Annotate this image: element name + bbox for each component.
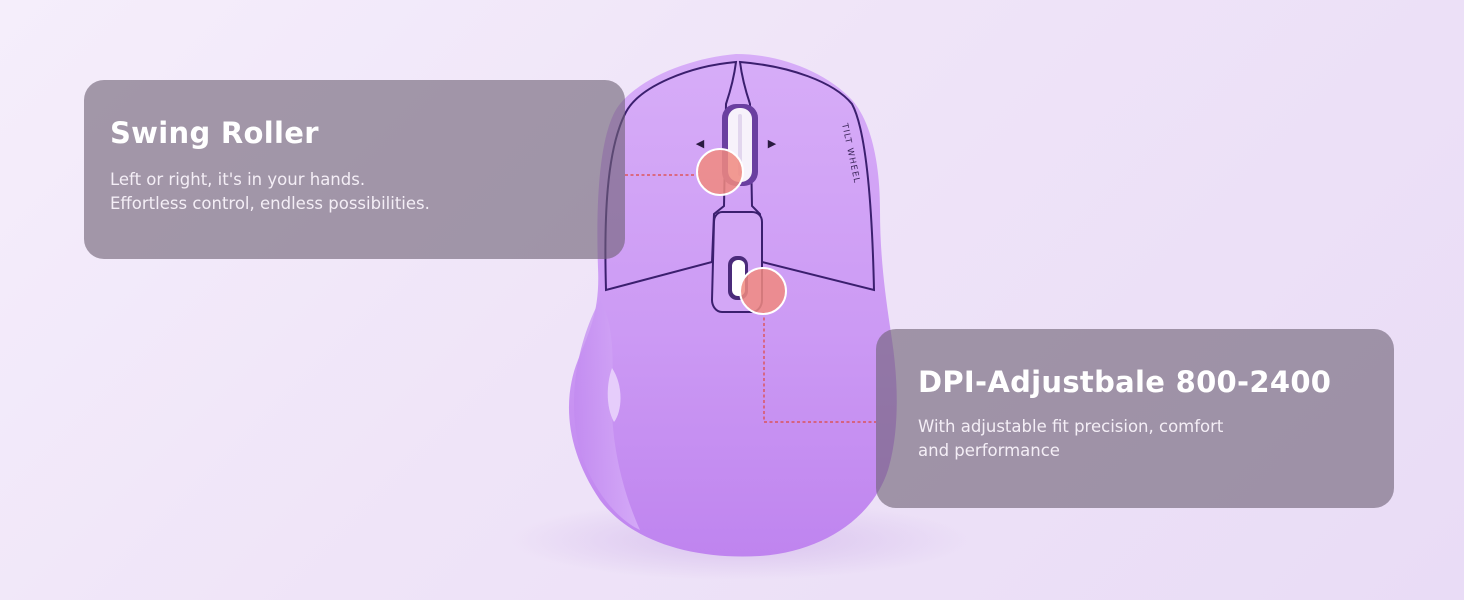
dpi-description: With adjustable fit precision, comfort a…	[918, 415, 1352, 463]
tilt-right-arrow-icon: ▶	[768, 137, 777, 150]
mouse-side-grip	[573, 300, 640, 530]
swing-roller-marker	[696, 148, 744, 196]
tilt-left-arrow-icon: ◀	[696, 137, 705, 150]
mouse-side-button	[607, 368, 621, 422]
mouse-right-button	[738, 60, 876, 292]
dpi-marker	[739, 267, 787, 315]
dpi-desc-line-2: and performance	[918, 441, 1060, 460]
dpi-desc-line-1: With adjustable fit precision, comfort	[918, 417, 1224, 436]
dpi-title: DPI-Adjustbale 800-2400	[918, 365, 1332, 399]
dpi-callout: DPI-Adjustbale 800-2400 With adjustable …	[876, 329, 1394, 508]
swing-roller-callout: Swing Roller Left or right, it's in your…	[84, 80, 625, 259]
swing-roller-description: Left or right, it's in your hands. Effor…	[110, 168, 599, 216]
swing-roller-desc-line-2: Effortless control, endless possibilitie…	[110, 194, 430, 213]
swing-roller-title: Swing Roller	[110, 116, 319, 150]
swing-roller-desc-line-1: Left or right, it's in your hands.	[110, 170, 366, 189]
dpi-leader-line	[763, 312, 876, 423]
